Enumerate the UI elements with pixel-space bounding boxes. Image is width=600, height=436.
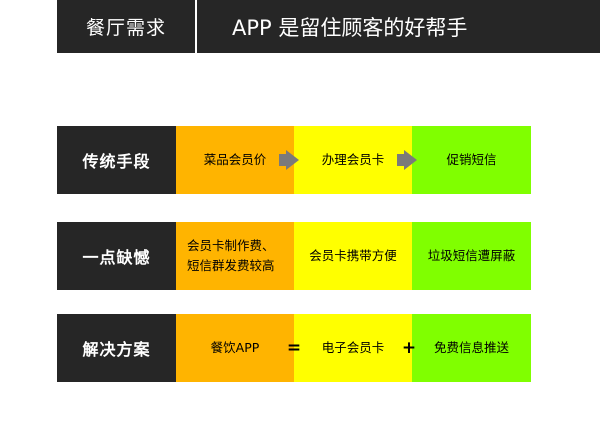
cell-high-costs: 会员卡制作费、 短信群发费较高 [176, 222, 294, 290]
page-title: APP 是留住顾客的好帮手 [232, 15, 468, 40]
row-solution: 解决方案 餐饮APP 电子会员卡 免费信息推送 = + [57, 314, 531, 382]
row-label: 解决方案 [57, 314, 176, 382]
cell-line: 短信群发费较高 [187, 258, 275, 273]
cell-line: 会员卡制作费、 [187, 238, 275, 253]
arrow-right-icon-stem [279, 154, 287, 166]
header-bar: 餐厅需求 APP 是留住顾客的好帮手 [57, 0, 600, 53]
cell-member-price: 菜品会员价 [176, 126, 294, 194]
cell-member-card: 办理会员卡 [294, 126, 412, 194]
cell-promo-sms: 促销短信 [412, 126, 531, 194]
row-shortcomings: 一点缺憾 会员卡制作费、 短信群发费较高 会员卡携带方便 垃圾短信遭屏蔽 [57, 222, 531, 290]
arrow-right-icon-stem [397, 154, 405, 166]
row-label: 传统手段 [57, 126, 176, 194]
header-divider [195, 0, 197, 53]
cell-card-convenient: 会员卡携带方便 [294, 222, 412, 290]
cell-spam-blocked: 垃圾短信遭屏蔽 [412, 222, 531, 290]
cell-dining-app: 餐饮APP [176, 314, 294, 382]
row-label: 一点缺憾 [57, 222, 176, 290]
section-title: 餐厅需求 [85, 17, 166, 39]
plus-sign: + [401, 338, 417, 358]
arrow-right-icon [404, 150, 417, 170]
cell-e-member-card: 电子会员卡 [294, 314, 412, 382]
cell-free-push: 免费信息推送 [412, 314, 531, 382]
row-traditional-methods: 传统手段 菜品会员价 办理会员卡 促销短信 [57, 126, 531, 194]
equals-sign: = [286, 338, 302, 358]
arrow-right-icon [286, 150, 299, 170]
